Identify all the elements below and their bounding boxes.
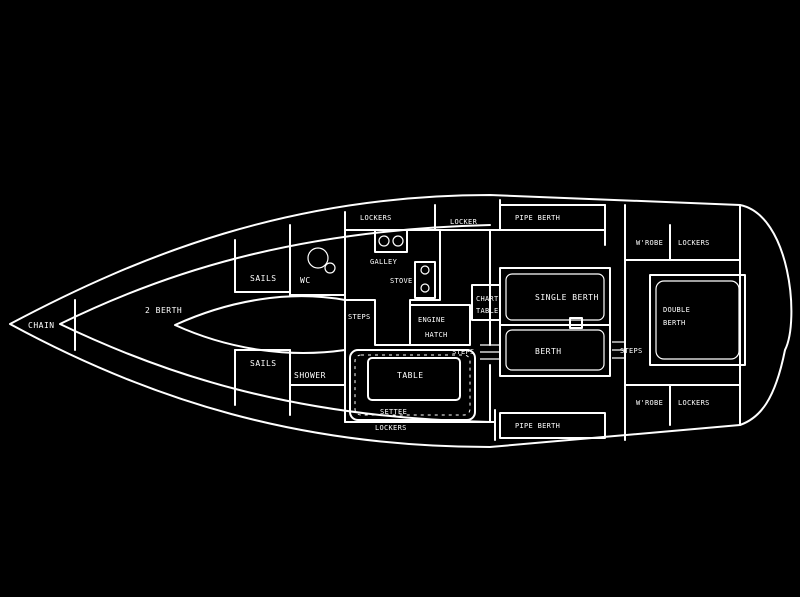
- berth-mattress: [505, 329, 605, 371]
- label-pipe-berth-upper: PIPE BERTH: [515, 214, 560, 222]
- label-chart-table-line1: CHART: [476, 295, 499, 303]
- galley-block: [344, 229, 471, 346]
- label-double-berth-line1: DOUBLE: [663, 306, 690, 314]
- label-sails-lower: SAILS: [250, 359, 277, 368]
- label-chart-table-line2: TABLE: [476, 307, 499, 315]
- label-lockers-upper-fwd: LOCKERS: [360, 214, 392, 222]
- label-shower: SHOWER: [294, 371, 326, 380]
- label-lockers-upper-mid: LOCKER: [450, 218, 478, 226]
- label-steps-mid: STEPS: [452, 348, 475, 356]
- wc-basin-icon: [324, 262, 336, 274]
- table-outline: [367, 357, 461, 401]
- label-single-berth: SINGLE BERTH: [535, 293, 599, 302]
- double-berth-frame: [649, 274, 746, 366]
- hull-outline: [9, 194, 793, 448]
- label-wrobe-upper: W'ROBE: [636, 239, 663, 247]
- label-engine-hatch-line1: ENGINE: [418, 316, 445, 324]
- label-double-berth-line2: BERTH: [663, 319, 686, 327]
- label-lockers-aft-upper: LOCKERS: [678, 239, 710, 247]
- label-wc: WC: [300, 276, 311, 285]
- label-engine-hatch-line2: HATCH: [425, 331, 448, 339]
- stove-unit: [414, 261, 436, 299]
- label-sails-upper: SAILS: [250, 274, 277, 283]
- settee-cushion: [354, 354, 471, 416]
- galley-sink: [374, 229, 408, 253]
- double-berth-mattress: [655, 280, 740, 360]
- label-pipe-berth-lower: PIPE BERTH: [515, 422, 560, 430]
- wc-bowl-icon: [307, 247, 329, 269]
- label-table: TABLE: [397, 371, 424, 380]
- pipe-berth-upper: [499, 204, 606, 231]
- label-steps-aft: STEPS: [620, 347, 643, 355]
- label-steps-fwd: STEPS: [348, 313, 371, 321]
- settee-outline: [349, 349, 476, 421]
- v-berth-wedge: [174, 295, 346, 354]
- stove-burner-2: [420, 283, 430, 293]
- sink-bowl-1: [378, 235, 390, 247]
- label-2-berth: 2 BERTH: [145, 306, 182, 315]
- single-berth-mattress: [505, 273, 605, 321]
- stove-burner-1: [420, 265, 430, 275]
- label-berth: BERTH: [535, 347, 562, 356]
- aft-cabin-block: [499, 267, 611, 377]
- label-galley: GALLEY: [370, 258, 398, 266]
- pipe-berth-lower: [499, 412, 606, 439]
- label-wrobe-lower: W'ROBE: [636, 399, 663, 407]
- label-stove: STOVE: [390, 277, 413, 285]
- label-chain: CHAIN: [28, 321, 55, 330]
- label-lockers-lower: LOCKERS: [375, 424, 407, 432]
- label-lockers-aft-lower: LOCKERS: [678, 399, 710, 407]
- label-settee: SETTEE: [380, 408, 407, 416]
- cabin-small-box: [569, 317, 583, 329]
- sink-bowl-2: [392, 235, 404, 247]
